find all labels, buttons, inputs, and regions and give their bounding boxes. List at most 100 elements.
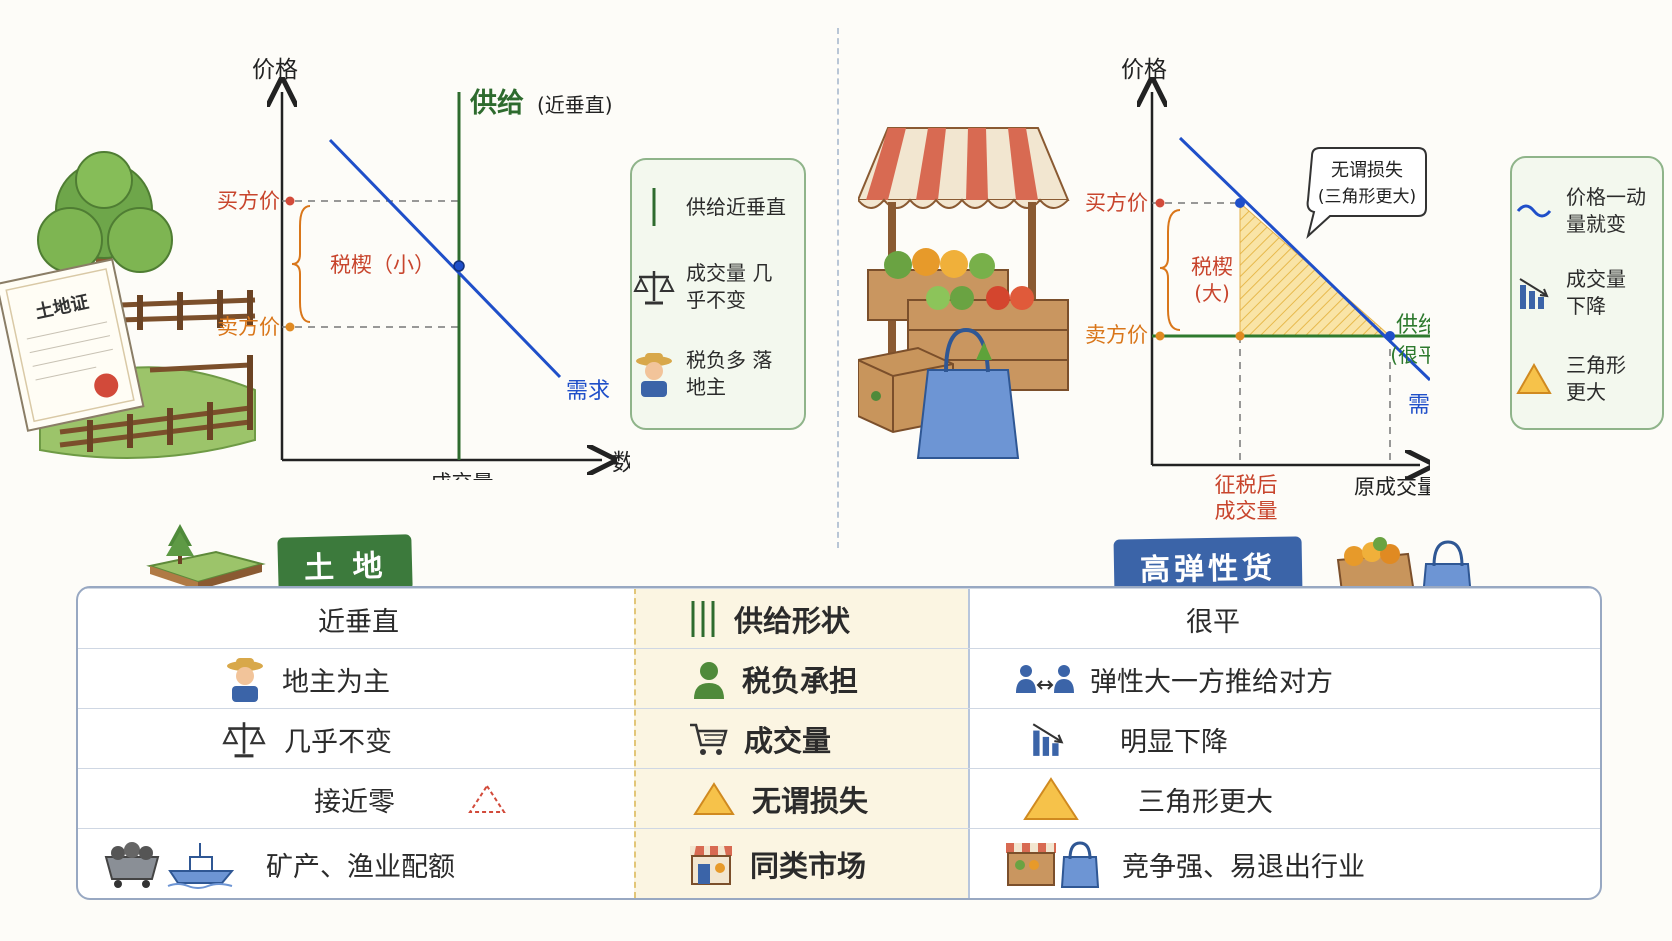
land-tax-chart: 价格 数量 买方价 卖方价 税楔（小） 供给 (近垂直) 需求 成交量 — [217, 57, 630, 480]
legend-item-supply-vertical: 供给近垂直 — [632, 188, 786, 226]
supply-note: (很平) — [1390, 343, 1430, 367]
buyer-price-label: 买方价 — [217, 189, 280, 213]
mid-cell: 供给形状 — [688, 589, 850, 649]
mid-cell: 税负承担 — [692, 649, 858, 709]
tax-wedge-note: (大) — [1194, 281, 1230, 305]
buyer-price-label: 买方价 — [1085, 191, 1148, 215]
seller-price-dot — [285, 322, 295, 332]
big-triangle-icon — [1022, 776, 1080, 822]
market-stall-illustration — [858, 127, 1070, 459]
after-tax-quantity-line2: 成交量 — [1215, 499, 1278, 520]
shop-icon — [688, 842, 734, 886]
left-cell: 几乎不变 — [220, 709, 392, 769]
legend-text: 税负多 落地主 — [686, 348, 773, 399]
supply-label: 供给 — [469, 88, 524, 119]
callout-line2: (三角形更大) — [1318, 187, 1416, 207]
supply-label: 供给 — [1396, 313, 1430, 338]
buyer-price-dot — [1155, 198, 1165, 208]
mine-cart-boat-icon — [104, 839, 234, 889]
mid-cell: 成交量 — [688, 709, 831, 769]
left-cell: 地主为主 — [224, 649, 390, 709]
legend-text: 供给近垂直 — [686, 194, 786, 219]
elastic-good-tax-chart: 价格 数量 买方价 卖方价 税楔 (大) 供给 (很平) 需求 无谓损失 (三角… — [1085, 57, 1430, 520]
cell-text: 三角形更大 — [1138, 786, 1273, 818]
right-cell: 弹性大一方推给对方 — [1016, 649, 1333, 709]
wedge-brace — [1159, 209, 1181, 331]
comparison-table: 近垂直 供给形状 很平 地主为主 税负承担 弹性大一方推给对方 几乎不变 成交量 — [76, 586, 1602, 900]
after-tax-quantity-line1: 征税后 — [1215, 473, 1278, 497]
cell-text: 竞争强、易退出行业 — [1122, 851, 1365, 883]
triangle-icon — [692, 781, 736, 817]
callout-bubble — [1306, 147, 1427, 239]
legend-text: 成交量 几乎不变 — [686, 261, 773, 312]
cell-text: 矿产、渔业配额 — [266, 851, 455, 883]
cell-text: 无谓损失 — [752, 784, 869, 818]
right-cell: 很平 — [1186, 589, 1240, 649]
quantity-label: 成交量 — [431, 471, 494, 480]
bar-down-icon — [1028, 720, 1068, 758]
wave-icon — [1512, 201, 1556, 221]
cell-text: 成交量 — [744, 724, 832, 758]
legend-item-triangle-bigger: 三角形 更大 — [1512, 352, 1658, 406]
table-row: 近垂直 供给形状 很平 — [78, 588, 1600, 649]
cell-text: 近垂直 — [318, 606, 399, 638]
cell-text: 税负承担 — [742, 664, 859, 698]
farmer-icon — [224, 656, 266, 702]
seller-price-dot — [1155, 331, 1165, 341]
legend-text: 成交量 下降 — [1566, 267, 1626, 318]
legend-item-price-sensitive: 价格一动 量就变 — [1512, 184, 1658, 238]
section-divider — [837, 28, 839, 548]
scale-icon — [632, 267, 676, 307]
triangle-icon — [1512, 363, 1556, 395]
stall-bag-icon — [1004, 839, 1100, 889]
seal-icon — [94, 373, 119, 398]
cell-text: 供给形状 — [734, 604, 851, 638]
seller-price-label: 卖方价 — [217, 315, 280, 339]
land-illustration: 土地证 — [0, 151, 256, 459]
wedge-brace — [291, 205, 311, 323]
table-row: 接近零 无谓损失 三角形更大 — [78, 768, 1600, 829]
table-row: 矿产、渔业配额 同类市场 竞争强、易退出行业 — [78, 828, 1600, 898]
tax-wedge-label: 税楔（小） — [330, 253, 435, 277]
cell-text: 很平 — [1186, 606, 1240, 638]
equilibrium-point — [1385, 331, 1395, 341]
right-cell: 三角形更大 — [1022, 769, 1273, 829]
mid-cell: 同类市场 — [688, 829, 867, 898]
table-row: 几乎不变 成交量 明显下降 — [78, 708, 1600, 769]
original-quantity-label: 原成交量 — [1354, 475, 1430, 499]
demand-curve — [328, 138, 562, 379]
supply-note: (近垂直) — [537, 93, 613, 117]
dashed-triangle-icon — [467, 783, 507, 815]
legend-text: 价格一动 量就变 — [1566, 185, 1646, 236]
mid-cell: 无谓损失 — [692, 769, 868, 829]
land-badge: 土 地 — [277, 534, 414, 594]
cell-text: 接近零 — [314, 786, 395, 818]
scale-icon — [220, 718, 268, 760]
right-cell: 明显下降 — [1028, 709, 1228, 769]
y-axis-label: 价格 — [1121, 57, 1167, 83]
cell-text: 地主为主 — [282, 666, 390, 698]
cell-text: 弹性大一方推给对方 — [1090, 666, 1333, 698]
cell-text: 同类市场 — [750, 849, 867, 883]
table-row: 地主为主 税负承担 弹性大一方推给对方 — [78, 648, 1600, 709]
left-cell: 接近零 — [314, 769, 523, 829]
cell-text: 几乎不变 — [284, 726, 392, 758]
demand-label: 需求 — [1408, 393, 1430, 418]
left-cell: 近垂直 — [318, 589, 399, 649]
person-icon — [692, 659, 726, 699]
vertical-line-icon — [632, 188, 676, 226]
land-plot-icon — [146, 524, 266, 590]
seller-price-label: 卖方价 — [1085, 323, 1148, 347]
tax-wedge-label: 税楔 — [1191, 255, 1233, 279]
after-tax-seller-point — [1235, 331, 1245, 341]
callout-line1: 无谓损失 — [1331, 160, 1403, 181]
buyer-price-point — [1235, 198, 1245, 208]
cell-text: 明显下降 — [1120, 726, 1228, 758]
legend-item-quantity-drop: 成交量 下降 — [1512, 266, 1658, 320]
demand-label: 需求 — [566, 379, 610, 404]
bar-down-icon — [1512, 275, 1556, 311]
farmer-icon — [632, 351, 676, 397]
cart-icon — [688, 721, 728, 757]
right-cell: 竞争强、易退出行业 — [1004, 829, 1365, 898]
equilibrium-point — [453, 260, 465, 272]
